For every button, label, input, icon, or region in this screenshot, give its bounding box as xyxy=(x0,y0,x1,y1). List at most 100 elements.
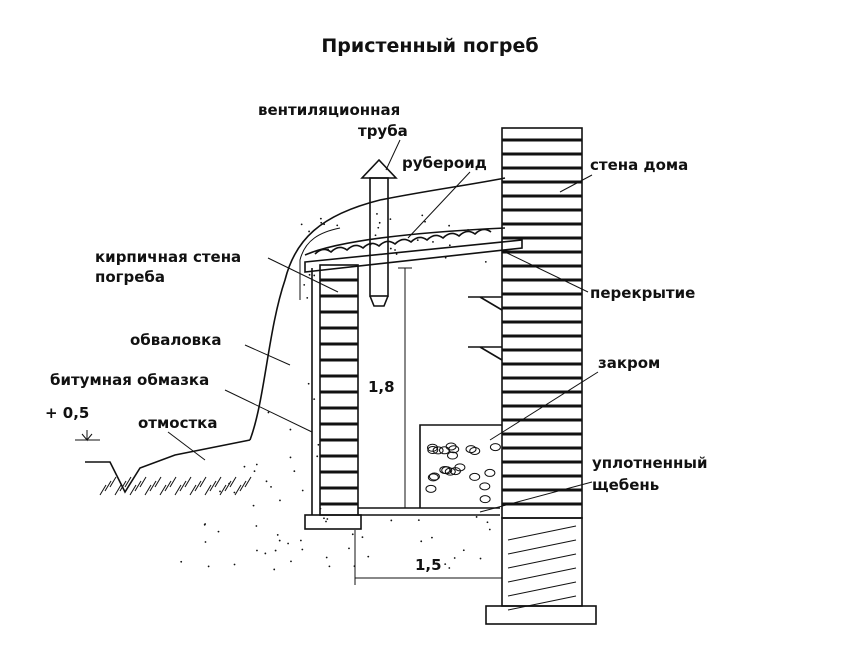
potato xyxy=(484,468,496,477)
potato xyxy=(469,472,481,481)
soil-dot xyxy=(276,534,279,536)
roofing-felt-layer xyxy=(304,227,506,256)
soil-dot xyxy=(301,548,304,551)
cellar-brick-wall xyxy=(319,264,359,516)
leader-blind-area xyxy=(167,431,206,461)
soil-dot xyxy=(444,563,447,565)
soil-dot xyxy=(255,525,258,527)
soil-hatch xyxy=(149,480,157,492)
soil-dot xyxy=(279,499,281,502)
soil-dot xyxy=(317,443,320,446)
soil-dot xyxy=(204,541,207,543)
label-gravel: уплотненный xyxy=(592,454,707,472)
soil-hatch xyxy=(164,480,172,492)
soil-dot xyxy=(328,565,331,568)
soil-dot xyxy=(270,485,272,488)
soil-hatch xyxy=(234,484,242,496)
label-blind-area: отмостка xyxy=(138,414,217,432)
soil-hatch xyxy=(109,476,117,488)
soil-dot xyxy=(320,221,323,224)
embankment-inner xyxy=(299,227,341,300)
soil-dot xyxy=(394,249,396,251)
leader-bitumen xyxy=(224,389,313,433)
concrete-hatch xyxy=(507,553,577,569)
foundation-hatch xyxy=(507,525,577,611)
soil-hatch xyxy=(214,476,222,488)
concrete-hatch xyxy=(507,581,577,597)
soil-dot xyxy=(308,230,310,233)
soil-dot xyxy=(376,213,378,215)
soil-dot xyxy=(431,536,433,539)
shelf-upper xyxy=(468,296,503,311)
label-cellar-wall: кирпичная стена xyxy=(95,248,241,266)
storage-bin xyxy=(419,424,502,508)
level-marker xyxy=(75,430,100,442)
soil-dot xyxy=(323,517,325,520)
ceiling-slab xyxy=(304,239,523,273)
height-dimension-line xyxy=(398,267,412,508)
label-slab: перекрытие xyxy=(590,284,695,302)
cellar-bricks xyxy=(320,278,358,506)
vent-pipe-cap xyxy=(360,158,398,179)
soil-hatch xyxy=(99,484,107,496)
width-dimension-line xyxy=(354,530,502,585)
soil-dot xyxy=(325,520,327,523)
soil-dot xyxy=(207,565,210,568)
concrete-hatch xyxy=(507,539,577,555)
soil-dot xyxy=(278,539,281,542)
potato xyxy=(469,446,481,455)
soil-dot xyxy=(421,214,424,217)
cellar-wall-footing xyxy=(304,514,362,530)
soil-hatch xyxy=(134,480,142,492)
potato xyxy=(446,451,458,460)
soil-hatch xyxy=(139,476,147,488)
soil-hatch xyxy=(114,484,122,496)
soil-dot xyxy=(290,560,292,563)
leader-slab xyxy=(504,251,589,293)
soil-dot xyxy=(424,220,426,223)
house-bricks xyxy=(502,138,582,506)
soil-dot xyxy=(255,463,258,466)
soil-dot xyxy=(448,244,451,247)
soil-dot xyxy=(180,560,183,563)
label-bin: закром xyxy=(598,354,660,372)
soil-dot xyxy=(273,568,276,571)
label-embankment: обваловка xyxy=(130,331,221,349)
potato xyxy=(444,467,456,476)
soil-dot xyxy=(203,523,206,526)
leader-gravel xyxy=(479,481,593,513)
soil-dot xyxy=(287,542,289,545)
potato xyxy=(427,446,439,455)
soil-dot xyxy=(243,465,246,468)
soil-dot xyxy=(228,482,231,485)
height-dimension: 1,8 xyxy=(368,378,395,396)
soil-hatch xyxy=(119,480,127,492)
shelf-lower xyxy=(468,346,503,361)
soil-hatch xyxy=(174,484,182,496)
soil-dot xyxy=(361,536,364,539)
soil-dot xyxy=(475,516,478,518)
leader-embankment xyxy=(244,344,291,366)
soil-hatch xyxy=(199,476,207,488)
soil-hatch xyxy=(219,484,227,496)
soil-dot xyxy=(420,540,423,543)
potato xyxy=(489,443,501,452)
soil-dot xyxy=(432,241,434,243)
soil-dot xyxy=(308,273,311,276)
label-bitumen: битумная обмазка xyxy=(50,371,209,389)
soil-dot xyxy=(417,519,420,522)
vent-pipe-end xyxy=(369,295,389,307)
potato xyxy=(432,446,444,455)
soil-dot xyxy=(313,274,316,277)
soil-dot xyxy=(374,234,377,237)
soil-dot xyxy=(267,411,270,414)
label-house-wall: стена дома xyxy=(590,156,688,174)
soil-dot xyxy=(389,247,392,250)
leader-cellar-wall xyxy=(267,257,339,293)
soil-dot xyxy=(303,283,306,286)
soil-hatch xyxy=(129,484,137,496)
soil-hatch xyxy=(104,480,112,492)
soil-dot xyxy=(299,539,302,542)
soil-dot xyxy=(301,489,304,492)
